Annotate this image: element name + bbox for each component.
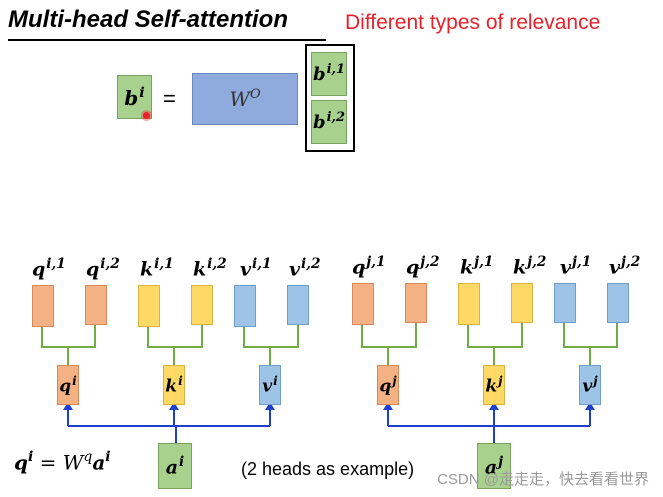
box-v-j2 — [607, 283, 629, 323]
input-a-i-box: ai — [158, 443, 192, 489]
label-v-j2: vj,2 — [609, 254, 641, 279]
label-v-i1: vi,1 — [240, 256, 272, 281]
title-underline — [8, 39, 326, 41]
weight-wo-box: WO — [192, 73, 298, 125]
head-b-i1-box: bi,1 — [311, 52, 347, 96]
label-k-i2: ki,2 — [193, 256, 227, 281]
box-q-i: qi — [57, 365, 79, 405]
box-k-i1 — [138, 285, 160, 327]
cursor-dot-icon — [143, 112, 150, 119]
subtitle: Different types of relevance — [345, 11, 601, 34]
label-q-j1: qj,1 — [352, 254, 386, 279]
box-k-i2 — [191, 285, 213, 325]
page-title: Multi-head Self-attention — [8, 6, 288, 33]
label-q-j2: qj,2 — [406, 254, 440, 279]
box-q-i1 — [32, 285, 54, 327]
output-b-i-box: bi — [117, 75, 152, 119]
label-k-i1: ki,1 — [140, 256, 174, 281]
label-k-j2: kj,2 — [513, 254, 547, 279]
box-v-j1 — [554, 283, 576, 323]
concat-bracket — [305, 44, 355, 152]
box-v-i1 — [234, 285, 256, 327]
equals-sign: = — [163, 86, 176, 111]
label-q-i1: qi,1 — [32, 256, 66, 281]
box-v-j: vj — [579, 365, 601, 405]
box-q-j1 — [352, 283, 374, 325]
watermark: CSDN @走走走，快去看看世界 — [437, 471, 649, 488]
label-v-j1: vj,1 — [560, 254, 592, 279]
box-v-i2 — [287, 285, 309, 325]
box-k-j1 — [458, 283, 480, 325]
input-a-j-box: aj — [477, 443, 511, 489]
box-q-j2 — [405, 283, 427, 323]
box-k-j2 — [511, 283, 533, 323]
box-k-i: ki — [163, 365, 185, 405]
label-k-j1: kj,1 — [460, 254, 494, 279]
formula-q-equals-wq-a: qi = Wqai — [14, 449, 111, 475]
box-q-i2 — [85, 285, 107, 325]
example-note: (2 heads as example) — [241, 459, 415, 479]
box-q-j: qj — [377, 365, 399, 405]
label-v-i2: vi,2 — [289, 256, 321, 281]
head-b-i2-box: bi,2 — [311, 100, 347, 144]
box-k-j: kj — [483, 365, 505, 405]
box-v-i: vi — [259, 365, 281, 405]
label-q-i2: qi,2 — [86, 256, 120, 281]
